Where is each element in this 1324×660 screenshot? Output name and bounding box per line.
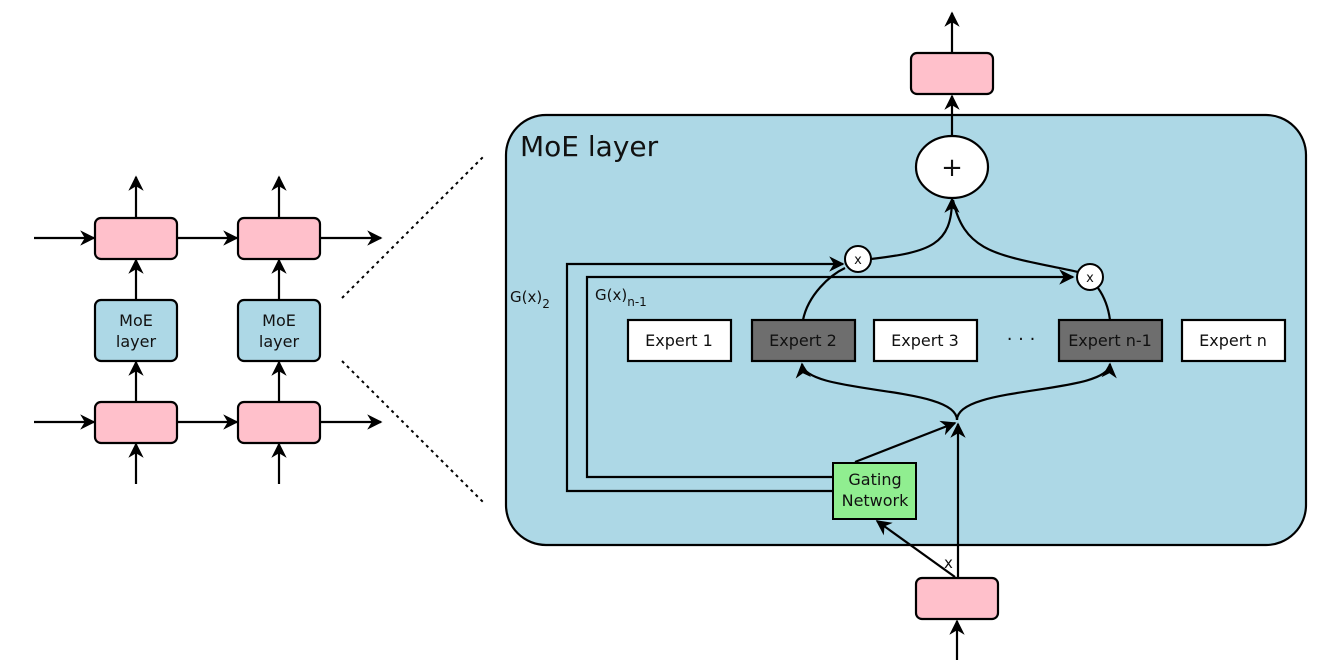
- moe-block-label-line1: MoE: [262, 311, 296, 330]
- route-arrow-expert-2: [795, 362, 959, 421]
- moe-layer-title: MoE layer: [520, 130, 659, 163]
- expert-box: [626, 318, 733, 363]
- gate-label-2: G(x)2: [510, 288, 550, 311]
- expert-label: Expert n-1: [1068, 331, 1152, 350]
- output-block: [909, 51, 995, 96]
- moe-block-box: [93, 298, 179, 363]
- gating-label-line1: Gating: [848, 470, 901, 489]
- pink-block: [236, 216, 322, 261]
- route-arrow-expert-n-1: [955, 362, 1117, 421]
- multiply-to-sum: [870, 197, 960, 261]
- moe-layer-panel: MoE layer G(x)2 G(x)n-1 Expert 1 Expert …: [504, 113, 1308, 578]
- input-to-gating-arrow: [875, 520, 956, 578]
- gating-to-experts-arrow: [854, 420, 957, 464]
- gating-network: Gating Network: [832, 462, 917, 520]
- expert-label: Expert n: [1199, 331, 1267, 350]
- multiply-to-sum: [951, 199, 1079, 274]
- expert-ellipsis: · · ·: [1007, 329, 1036, 350]
- expert-n: Expert n: [1180, 318, 1287, 363]
- expert-box: [1057, 318, 1164, 363]
- sum-node: +: [914, 134, 990, 200]
- expert-n-1-output: [1097, 287, 1112, 321]
- expert-2-output: [801, 267, 846, 321]
- multiply-node-2: x: [844, 245, 872, 273]
- multiply-node-circle: [844, 245, 872, 273]
- expert-3: Expert 3: [872, 318, 979, 363]
- expert-1: Expert 1: [626, 318, 733, 363]
- expert-box: [872, 318, 979, 363]
- pink-block: [93, 400, 179, 445]
- gating-network-box: [832, 462, 917, 520]
- input-label: x: [944, 554, 953, 572]
- zoom-guide-line: [341, 360, 485, 504]
- moe-block-2: MoE layer: [236, 298, 322, 363]
- gate-line-2: [565, 256, 845, 493]
- pink-block: [236, 400, 322, 445]
- zoom-guide-line: [341, 155, 485, 299]
- sum-symbol: +: [941, 153, 963, 183]
- expert-n-1: Expert n-1: [1057, 318, 1164, 363]
- moe-block-label-line2: layer: [116, 332, 157, 351]
- gate-label-n-1: G(x)n-1: [595, 286, 647, 309]
- expert-2: Expert 2: [750, 318, 857, 363]
- multiply-symbol: x: [1086, 271, 1094, 286]
- expert-label: Expert 3: [891, 331, 959, 350]
- expert-label: Expert 2: [769, 331, 837, 350]
- left-stack: MoE layer MoE layer: [34, 175, 383, 484]
- expert-box: [1180, 318, 1287, 363]
- multiply-symbol: x: [854, 253, 862, 268]
- pink-block: [93, 216, 179, 261]
- expert-box: [750, 318, 857, 363]
- moe-block-1: MoE layer: [93, 298, 179, 363]
- input-block: [914, 576, 1000, 621]
- gating-label-line2: Network: [842, 491, 910, 510]
- moe-block-box: [236, 298, 322, 363]
- moe-block-label-line1: MoE: [119, 311, 153, 330]
- multiply-node-circle: [1076, 263, 1104, 291]
- expert-label: Expert 1: [645, 331, 713, 350]
- moe-block-label-line2: layer: [259, 332, 300, 351]
- multiply-node-n-1: x: [1076, 263, 1104, 291]
